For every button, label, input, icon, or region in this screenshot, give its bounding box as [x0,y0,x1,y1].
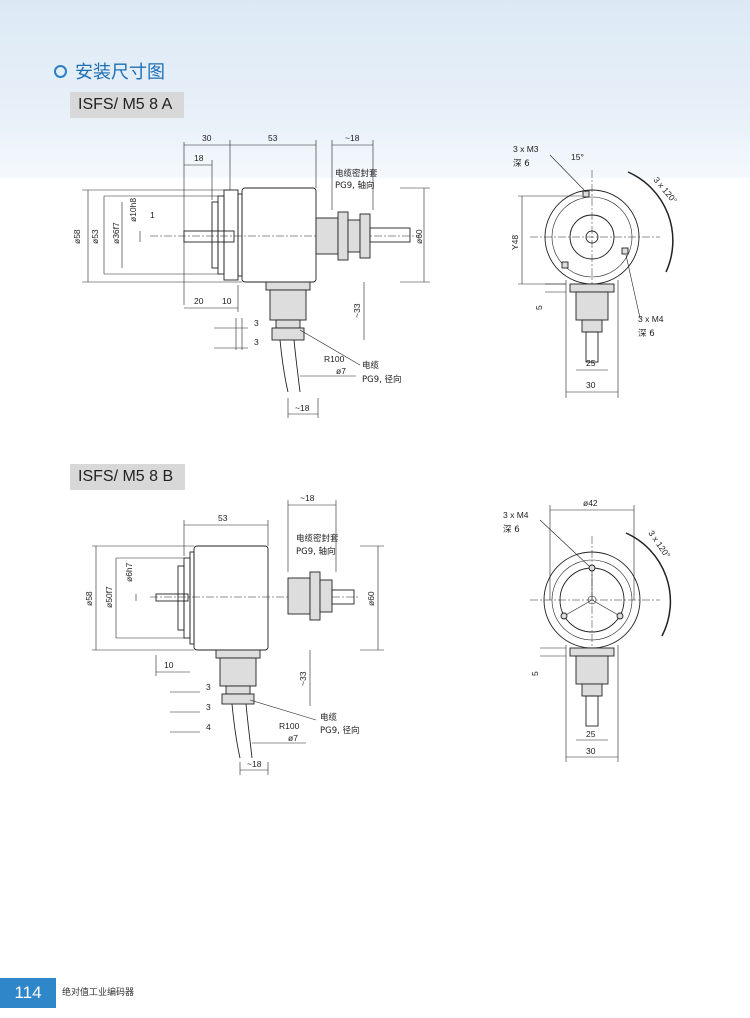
front-y48: Y48 [510,235,520,250]
b-cable-gland-label: 电缆密封套 [296,533,339,544]
b-front-dim-25: 25 [586,729,596,739]
front-dim-25: 25 [586,358,596,368]
b-dim-7: ø7 [288,733,298,743]
footer-text: 绝对值工业编码器 [62,988,135,998]
section-title: 安装尺寸图 [54,58,165,84]
b-front-dim-30: 30 [586,746,596,756]
b-dim-3b: 3 [206,702,211,712]
header-background [0,0,750,178]
b-dim-50f7: ø50f7 [104,586,114,608]
dim-33: ~33 [352,303,362,318]
b-dim-53: 53 [218,513,228,523]
b-dim-58: ø58 [84,591,94,606]
circle-bullet-icon [54,64,67,78]
b-dim-60: ø60 [366,591,376,606]
b-dim-3a: 3 [206,682,211,692]
b-pg9-axial-label: PG9, 轴向 [296,546,336,557]
b-dim-10: 10 [164,660,174,670]
dim-r100: R100 [324,354,345,364]
dim-10h8: ø10h8 [128,198,138,222]
angle-15: 15° [571,152,584,162]
dim-18: 18 [194,153,204,163]
dim-58: ø58 [72,229,82,244]
depth-6b-label: 深 6 [638,329,655,339]
dim-30: 30 [202,133,212,143]
model-a-front-view: 25 30 Y48 5 3 x M3 深 6 15° 3 x 120° 3 x … [510,144,679,398]
dim-10: 10 [222,296,232,306]
front-dim-5: 5 [534,305,544,310]
dim-1: 1 [150,210,155,220]
angle-120-b: 3 x 120° [646,528,672,559]
b-dim-4: 4 [206,722,211,732]
b-dim-33: ~33 [298,671,308,686]
b-front-dim-5: 5 [530,671,540,676]
dim-18-bottom: ~18 [295,403,310,413]
m3-label: 3 x M3 [513,144,539,154]
dim-7: ø7 [336,366,346,376]
dim-3b: 3 [254,337,259,347]
m4-label-a: 3 x M4 [638,314,664,324]
dim-36f7: ø36f7 [111,222,121,244]
b-pg9-radial-label: PG9, 径向 [320,725,360,736]
model-b-front-view: ø42 3 x 120° 3 x M4 深 6 25 30 5 [503,498,673,762]
dim-18-top: ~18 [345,133,360,143]
model-b-side-view: 53 ~18 ø58 ø50f7 ø6h7 10 3 3 4 ø60 ~33 电… [84,493,384,775]
dim-20: 20 [194,296,204,306]
b-m4-label: 3 x M4 [503,510,529,520]
b-dim-6h7: ø6h7 [124,562,134,582]
model-a-side-view: 30 53 ~18 18 ø58 ø53 ø36f7 ø10h8 1 20 10… [72,133,430,418]
dim-53: 53 [268,133,278,143]
dim-60: ø60 [414,229,424,244]
pg9-axial-label: PG9, 轴向 [335,180,375,191]
page-number: 114 [0,978,56,1008]
b-dim-42: ø42 [583,498,598,508]
b-cable-label: 电缆 [320,712,338,723]
cable-gland-label: 电缆密封套 [335,168,378,179]
front-dim-30: 30 [586,380,596,390]
section-title-text: 安装尺寸图 [75,62,165,83]
model-b-label: ISFS/ M5 8 B [70,464,186,490]
b-dim-18-bottom: ~18 [247,759,262,769]
b-depth-6-label: 深 6 [503,525,520,535]
model-a-label: ISFS/ M5 8 A [70,92,185,118]
dim-3a: 3 [254,318,259,328]
dim-53b: ø53 [90,229,100,244]
depth-6a-label: 深 6 [513,159,530,169]
cable-label: 电缆 [362,360,380,371]
pg9-radial-label: PG9, 径向 [362,374,402,385]
angle-120-a: 3 x 120° [651,175,679,205]
b-dim-18-top: ~18 [300,493,315,503]
b-dim-r100: R100 [279,721,300,731]
